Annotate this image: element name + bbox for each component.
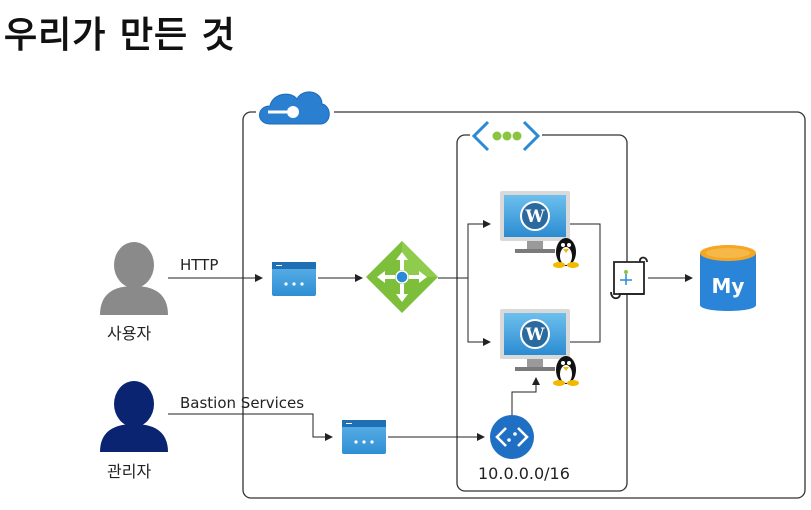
svg-text:W: W — [524, 207, 545, 227]
http-label: HTTP — [180, 256, 219, 274]
linux-penguin-icon — [553, 356, 579, 386]
bastion-connection — [168, 413, 333, 441]
azure-cloud-icon — [256, 91, 334, 130]
wordpress-vm-icon: W — [500, 309, 570, 371]
mysql-badge-text: My — [712, 274, 745, 298]
vnet-icon — [470, 120, 542, 152]
user-label: 사용자 — [107, 324, 152, 343]
user-icon — [100, 242, 168, 315]
mysql-database-icon: My — [700, 245, 756, 311]
admin-icon — [100, 381, 168, 452]
page-title: 우리가 만든 것 — [4, 15, 236, 56]
svg-text:W: W — [524, 325, 545, 345]
vm-to-route-connections — [570, 223, 601, 343]
lb-to-vm-connections — [438, 220, 491, 346]
wordpress-vm-icon: W — [500, 191, 570, 253]
bastion-to-vm-connection — [511, 377, 540, 415]
bastion-public-ip-icon — [342, 420, 386, 454]
admin-label: 관리자 — [107, 462, 152, 481]
route-table-icon — [610, 256, 648, 300]
public-ip-icon — [272, 262, 316, 296]
vnet-address-label: 10.0.0.0/16 — [478, 464, 570, 483]
load-balancer-icon — [366, 241, 438, 313]
linux-penguin-icon — [553, 238, 579, 268]
azure-boundary — [242, 111, 806, 499]
bastion-label: Bastion Services — [180, 394, 305, 412]
bastion-icon — [490, 415, 534, 459]
